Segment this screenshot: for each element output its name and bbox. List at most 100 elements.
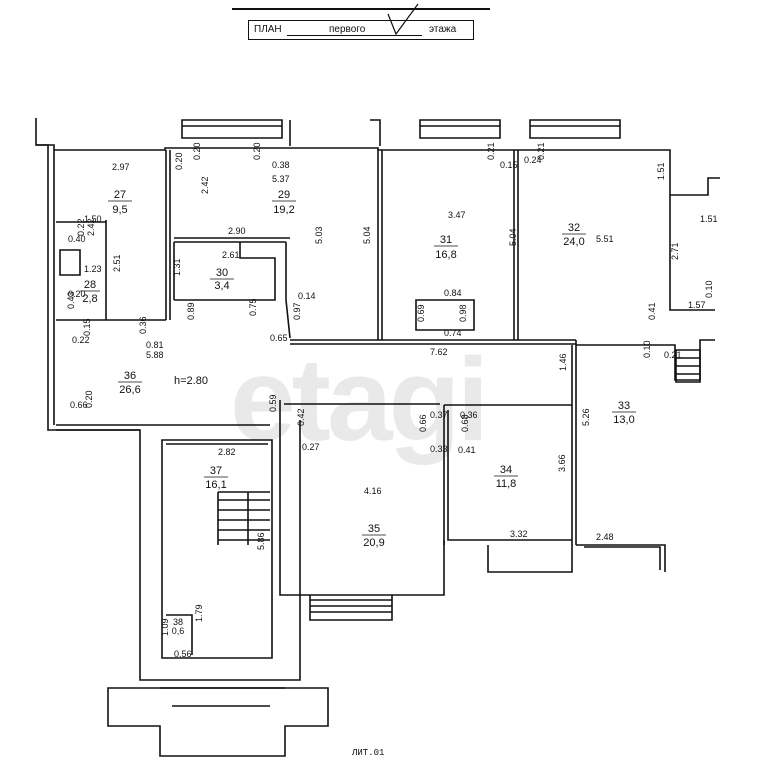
- room-38-number: 38: [173, 617, 183, 627]
- dimension-label: 0.20: [252, 142, 262, 160]
- room-labels: 27 9,5 28 2,8 29 19,2 30 3,4 31 16,8 32 …: [80, 189, 636, 636]
- dimension-label: 3.66: [557, 454, 567, 472]
- dimension-label: 0.42: [296, 408, 306, 426]
- dimension-label: 5.04: [362, 226, 372, 244]
- dimension-label: 0.37: [430, 410, 448, 420]
- room-37-number: 37: [210, 465, 222, 477]
- dimension-label: 0.97: [292, 302, 302, 320]
- dimension-label: 0.15: [82, 318, 92, 336]
- dimension-label: 5.88: [146, 350, 164, 360]
- dimension-label: 0.36: [460, 410, 478, 420]
- dimension-label: 1.09: [160, 618, 170, 636]
- dimension-label: 0.36: [138, 316, 148, 334]
- floor-suffix: этажа: [429, 24, 457, 35]
- dimension-label: 0.27: [302, 442, 320, 452]
- sheet-label: ЛИТ.01: [352, 748, 385, 758]
- dimension-label: 2.97: [112, 162, 130, 172]
- title-underline: [287, 35, 422, 36]
- dimension-label: 0.65: [270, 333, 288, 343]
- dimension-label: 0.98: [458, 304, 468, 322]
- dimension-label: 3.32: [510, 529, 528, 539]
- room-28-area: 2,8: [82, 293, 97, 305]
- dimension-label: 1.31: [172, 258, 182, 276]
- room-32-area: 24,0: [563, 236, 584, 248]
- dimension-label: 0.22: [76, 218, 86, 236]
- room-33-number: 33: [618, 400, 630, 412]
- dimension-label: 0.56: [174, 649, 192, 659]
- dimension-label: 1.23: [84, 264, 102, 274]
- room-27-number: 27: [114, 189, 126, 201]
- dimension-label: 0.66: [418, 414, 428, 432]
- dimension-label: 0.15: [500, 160, 518, 170]
- dimension-label: 0.20: [174, 152, 184, 170]
- dimension-label: 5.03: [314, 226, 324, 244]
- dimension-label: 0.84: [444, 288, 462, 298]
- header-top-rule: [232, 8, 490, 10]
- dimension-label: 1.57: [688, 300, 706, 310]
- dimension-label: 5.37: [272, 174, 290, 184]
- dimension-label: 0.21: [536, 142, 546, 160]
- room-31-number: 31: [440, 234, 452, 246]
- dimension-label: 0.22: [72, 335, 90, 345]
- dimension-label: 1.79: [194, 604, 204, 622]
- room-34-area: 11,8: [496, 478, 517, 490]
- room-28-number: 28: [84, 279, 96, 291]
- checkmark-icon: [387, 3, 419, 36]
- dimension-label: 0.20: [84, 390, 94, 408]
- room-38-area: 0,6: [172, 626, 185, 636]
- room-35-area: 20,9: [363, 537, 384, 549]
- dimension-label: 0.21: [664, 350, 682, 360]
- dimension-label: 0.43: [66, 291, 76, 309]
- dimension-label: 0.68: [460, 414, 470, 432]
- dimension-label: 0.74: [444, 328, 462, 338]
- room-27-area: 9,5: [112, 204, 127, 216]
- plan-label: ПЛАН: [254, 24, 282, 35]
- room-33-area: 13,0: [613, 414, 634, 426]
- dimension-label: 0.40: [68, 234, 86, 244]
- floor-label: первого: [329, 24, 366, 35]
- dimension-label: 0.14: [298, 291, 316, 301]
- dimension-label: 2.48: [596, 532, 614, 542]
- dimension-label: 5.51: [596, 234, 614, 244]
- dimension-label: 0.66: [70, 400, 88, 410]
- room-35-number: 35: [368, 523, 380, 535]
- dimension-label: 2.82: [218, 447, 236, 457]
- dimension-label: 2.61: [222, 250, 240, 260]
- dimension-label: 0.59: [268, 394, 278, 412]
- room-37-area: 16,1: [205, 479, 226, 491]
- dimension-label: 0.89: [186, 302, 196, 320]
- room-32-number: 32: [568, 222, 580, 234]
- room-29-number: 29: [278, 189, 290, 201]
- walls: [35, 118, 720, 757]
- dimension-label: 0.75: [248, 298, 258, 316]
- dimension-label: 3.47: [448, 210, 466, 220]
- dimension-label: 0.81: [146, 340, 164, 350]
- dimension-label: 1.51: [700, 214, 718, 224]
- room-34-number: 34: [500, 464, 512, 476]
- dimension-label: 0.33: [430, 444, 448, 454]
- dimension-label: 5.26: [581, 408, 591, 426]
- room-30-area: 3,4: [214, 280, 229, 292]
- dimension-label: 0.20: [192, 142, 202, 160]
- ceiling-height: h=2.80: [174, 375, 208, 387]
- dimension-label: 7.62: [430, 347, 448, 357]
- dimension-label: 0.41: [647, 302, 657, 320]
- room-36-number: 36: [124, 370, 136, 382]
- watermark: etagi: [230, 334, 485, 466]
- room-30-number: 30: [216, 267, 228, 279]
- dimension-label: 0.38: [272, 160, 290, 170]
- plan-title-box: ПЛАН первого этажа: [248, 20, 474, 40]
- dimension-label: 0.24: [524, 155, 542, 165]
- dimension-label: 2.90: [228, 226, 246, 236]
- dimension-label: 0.10: [642, 340, 652, 358]
- dimension-label: 2.42: [86, 218, 96, 236]
- room-36-area: 26,6: [119, 384, 140, 396]
- dimension-label: 0.41: [458, 445, 476, 455]
- dimension-label: 5.04: [508, 228, 518, 246]
- dimension-label: 4.16: [364, 486, 382, 496]
- dimension-label: 2.51: [112, 254, 122, 272]
- dimension-label: 0.10: [704, 280, 714, 298]
- dimension-label: 0.21: [486, 142, 496, 160]
